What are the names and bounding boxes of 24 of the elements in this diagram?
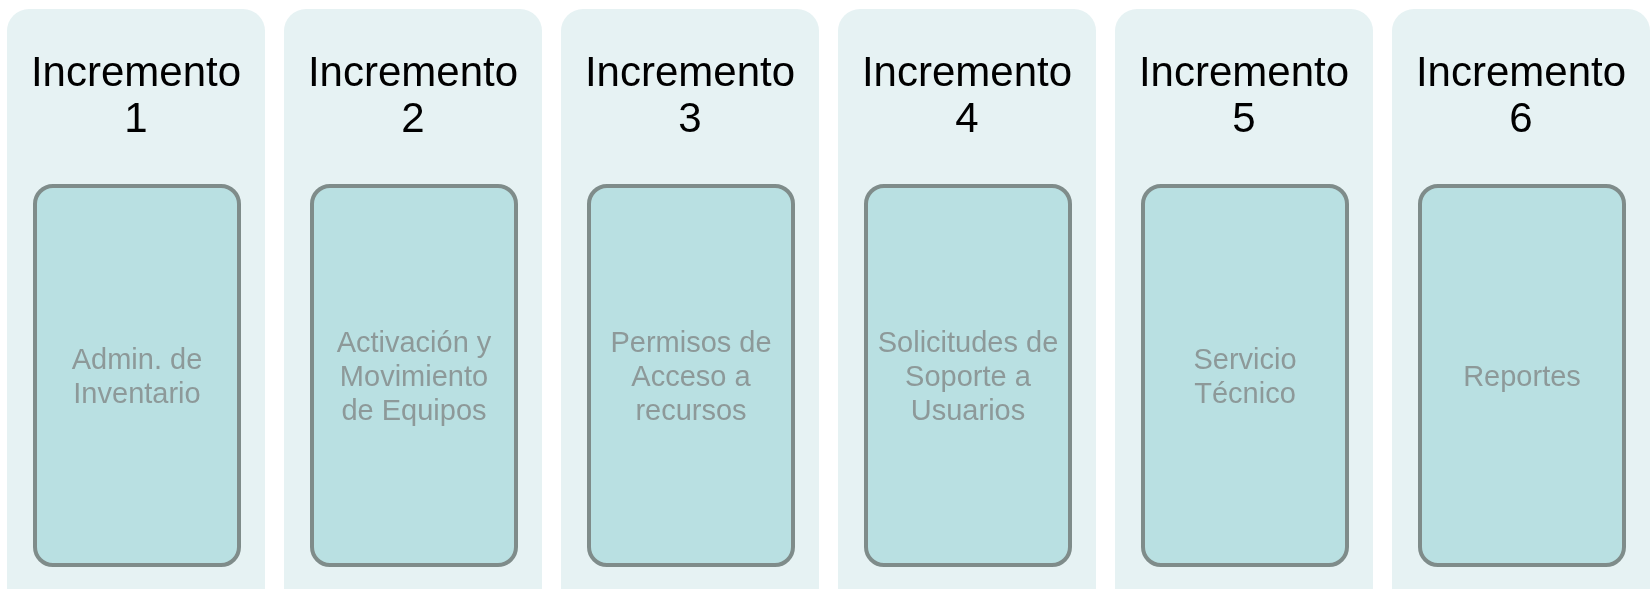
feature-box	[587, 184, 795, 567]
increment-column	[284, 9, 542, 589]
column-heading: Incremento 5	[1137, 49, 1351, 141]
feature-label: Servicio Técnico	[1192, 341, 1298, 410]
increment-column	[1392, 9, 1650, 589]
column-heading: Incremento 2	[306, 49, 520, 141]
feature-label: Permisos de Acceso a recursos	[609, 324, 773, 427]
feature-box	[1141, 184, 1349, 567]
feature-box	[310, 184, 518, 567]
feature-label: Solicitudes de Soporte a Usuarios	[876, 324, 1060, 427]
feature-box	[864, 184, 1072, 567]
column-heading: Incremento 4	[860, 49, 1074, 141]
feature-box	[33, 184, 241, 567]
feature-label: Activación y Movimiento de Equipos	[335, 324, 493, 427]
increment-column	[561, 9, 819, 589]
feature-label: Admin. de Inventario	[70, 341, 204, 410]
increment-column	[7, 9, 265, 589]
increment-column	[1115, 9, 1373, 589]
feature-box	[1418, 184, 1626, 567]
column-heading: Incremento 1	[29, 49, 243, 141]
column-heading: Incremento 6	[1414, 49, 1628, 141]
increment-column	[838, 9, 1096, 589]
feature-label: Reportes	[1463, 358, 1581, 393]
column-heading: Incremento 3	[583, 49, 797, 141]
